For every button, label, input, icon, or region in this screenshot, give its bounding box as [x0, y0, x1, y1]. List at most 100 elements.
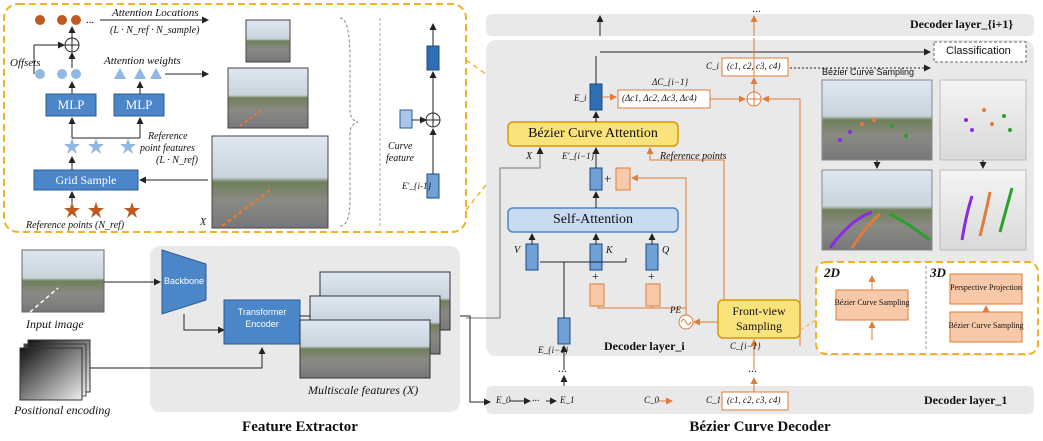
inset-x-label: X	[200, 217, 207, 228]
front-view-line1: Front-view	[732, 304, 786, 318]
positional-encoding-label: Positional encoding	[14, 403, 111, 417]
c1-tuple: (c1, c2, c3, c4)	[727, 395, 781, 405]
bezier-attention-box	[507, 121, 679, 147]
feature-extractor-title: Feature Extractor	[242, 419, 358, 435]
v-token	[525, 243, 539, 271]
decoder-title: Bézier Curve Decoder	[689, 419, 831, 435]
curve-feature-line1: Curve	[388, 141, 413, 152]
k-label: K	[606, 245, 613, 256]
sampling-3d-bezier-box	[949, 311, 1023, 343]
inset-output-token	[426, 45, 440, 71]
c1-tuple-box	[721, 391, 789, 411]
inset-e-prime-label: E'_{i-1}	[402, 181, 432, 191]
bezier-sampling-label: Bézier Curve Sampling	[822, 67, 915, 77]
reference-points-label: Reference points	[660, 151, 727, 162]
label-2d: 2D	[824, 265, 840, 280]
pe-label: PE	[670, 305, 681, 315]
e-prime-label: E'_{i−1}	[562, 151, 595, 161]
box-2d-label: Bézier Curve Sampling	[834, 298, 910, 307]
decoder-layer-main-label: Decoder layer_i	[604, 339, 685, 353]
input-image	[21, 249, 105, 313]
backbone-trapezoid	[161, 249, 207, 315]
k-pe-box	[589, 283, 605, 307]
mlp-left-label: MLP	[57, 97, 85, 112]
e-im1-token	[557, 317, 571, 345]
q-token	[645, 243, 659, 271]
self-attention-box	[507, 207, 679, 233]
reference-point-feature-stars	[64, 138, 136, 154]
grid-sample-box	[33, 169, 139, 191]
ci-label: C_i	[706, 61, 720, 71]
curve-feature-line2: feature	[386, 153, 414, 164]
offsets-label: Offsets	[10, 57, 41, 69]
k-plus: +	[592, 269, 599, 283]
q-label: Q	[662, 245, 670, 256]
delta-c-tuple: (Δc1, Δc2, Δc3, Δc4)	[622, 93, 697, 103]
transformer-line1: Transformer	[237, 307, 287, 317]
ref-point-features-formula: (L · N_ref)	[156, 155, 198, 166]
delta-c-label: ΔC_{i−1}	[652, 77, 689, 87]
mlp-right-label: MLP	[125, 97, 153, 112]
q-plus: +	[648, 269, 655, 283]
weight-triangles	[114, 68, 162, 79]
bezier-sampling-visuals	[821, 79, 1027, 251]
query-orange-box	[615, 167, 631, 191]
ci-tuple-box	[721, 57, 789, 77]
label-3d: 3D	[930, 265, 946, 280]
reference-points-label: Reference points (N_ref)	[26, 220, 125, 231]
mlp-box-left	[45, 93, 97, 117]
classification-box	[933, 41, 1027, 63]
reference-point-stars	[64, 202, 140, 218]
c1-label: C_1	[706, 395, 722, 405]
backbone-label: Backbone	[163, 276, 205, 286]
plus-sign: +	[604, 171, 612, 186]
attention-location-dots: ...	[35, 14, 95, 26]
mlp-box-right	[113, 93, 165, 117]
decoder-layer-top-label: Decoder layer_{i+1}	[910, 17, 1014, 31]
multiscale-feature-stack	[299, 271, 451, 379]
decoder-layer-bottom-label: Decoder layer_1	[924, 393, 1008, 407]
decoder-top-dots: ...	[752, 1, 761, 15]
ref-point-features-line2: point features	[140, 143, 195, 154]
box-3d-top-label: Perspective Projection	[950, 283, 1022, 292]
self-attention-label: Self-Attention	[552, 212, 634, 227]
v-label: V	[514, 245, 521, 256]
transformer-line2: Encoder	[245, 319, 279, 329]
input-image-label: Input image	[26, 317, 84, 331]
attention-locations-label: Attention Locations	[112, 7, 199, 19]
box-3d-bottom-label: Bézier Curve Sampling	[948, 321, 1024, 330]
sampling-2d-box	[835, 289, 909, 321]
ei-token	[589, 83, 603, 111]
curve-feature-box	[399, 109, 413, 129]
grid-sample-label: Grid Sample	[55, 173, 117, 187]
inset-brace	[339, 17, 359, 227]
decoder-layer-top-panel	[486, 14, 1034, 36]
bezier-attention-label: Bézier Curve Attention	[528, 126, 658, 141]
ref-point-features-line1: Reference	[148, 131, 188, 142]
c0-label: C_0	[644, 395, 660, 405]
x-label: X	[526, 151, 533, 162]
e-prime-token	[589, 167, 603, 191]
attention-locations-formula: (L · N_ref · N_sample)	[110, 25, 200, 36]
c-im1-label: C_{i−1}	[730, 341, 761, 351]
transformer-encoder-box	[223, 299, 301, 345]
e-im1-label: E_{i−1}	[538, 345, 569, 355]
classification-label: Classification	[946, 45, 1011, 57]
bottom-dots: ...	[532, 393, 540, 404]
k-token	[589, 243, 603, 271]
e0-label: E_0	[496, 395, 511, 405]
attention-weights-label: Attention weights	[104, 55, 181, 67]
front-view-line2: Sampling	[735, 319, 783, 333]
sampling-3d-projection-box	[949, 273, 1023, 305]
e1-label: E_1	[560, 395, 575, 405]
dots-left: ...	[558, 361, 567, 375]
ei-label: E_i	[574, 93, 587, 103]
ci-tuple: (c1, c2, c3, c4)	[727, 61, 781, 71]
multiscale-label: Multiscale features (X)	[308, 383, 419, 397]
q-pe-box	[645, 283, 661, 307]
inset-multiscale-images	[211, 19, 329, 229]
offset-dots	[35, 69, 81, 79]
svg-text:...: ...	[86, 14, 95, 26]
dots-right: ...	[748, 361, 757, 375]
